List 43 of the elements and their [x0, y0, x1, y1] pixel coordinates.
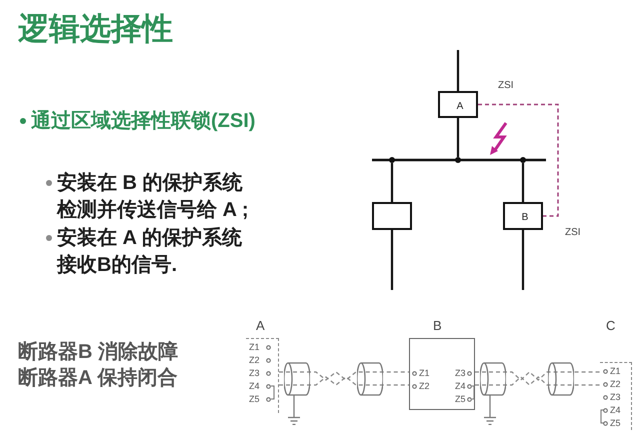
terminal-label: Z3	[249, 368, 260, 378]
circuit-breaker	[438, 91, 478, 118]
block-label: B	[433, 318, 442, 332]
terminal-label: Z4	[455, 381, 466, 391]
circuit-breaker	[372, 202, 412, 230]
signal-label: ZSI	[565, 228, 581, 238]
bullet-text: 安装在 B 的保护系统检测并传送信号给 A ;	[57, 170, 250, 222]
subheading: 通过区域选择性联锁(ZSI)	[31, 111, 256, 131]
block-label: C	[606, 318, 616, 332]
slide-title: 逻辑选择性	[18, 12, 173, 46]
terminal-label: Z5	[610, 418, 621, 428]
conductor-line	[522, 163, 524, 202]
pair-wire	[279, 371, 409, 381]
conductor-line	[522, 230, 524, 290]
terminal-label: Z4	[610, 405, 621, 415]
conductor-line	[456, 118, 460, 157]
pair-wire	[475, 376, 600, 386]
terminal-label: Z2	[610, 379, 621, 389]
terminal-label: Z4	[249, 381, 260, 391]
terminal-label: Z2	[249, 355, 260, 365]
circuit-breaker	[503, 202, 543, 230]
terminal-label: Z1	[249, 342, 260, 352]
note-text: 断路器A 保持闭合	[18, 368, 178, 388]
pair-wire	[279, 376, 409, 386]
terminal-label: Z2	[419, 381, 430, 391]
conductor-line	[390, 230, 394, 290]
breaker-label: B	[522, 213, 528, 223]
terminal-label: Z5	[249, 394, 260, 404]
terminal-label: Z3	[610, 392, 621, 402]
breaker-label: A	[456, 102, 464, 112]
block-label: A	[256, 318, 265, 332]
pair-wire	[475, 371, 600, 381]
terminal-label: Z1	[610, 366, 621, 376]
signal-label: ZSI	[498, 81, 514, 91]
conductor-line	[456, 50, 460, 91]
terminal-label: Z3	[455, 368, 466, 378]
terminal-label: Z1	[419, 368, 430, 378]
conductor-line	[390, 163, 394, 202]
busbar	[372, 157, 546, 163]
signal-wire	[478, 104, 559, 217]
terminal-label: Z5	[455, 394, 466, 404]
note-text: 断路器B 消除故障	[18, 342, 178, 362]
bullet-text: 安装在 A 的保护系统接收B的信号.	[57, 226, 243, 278]
